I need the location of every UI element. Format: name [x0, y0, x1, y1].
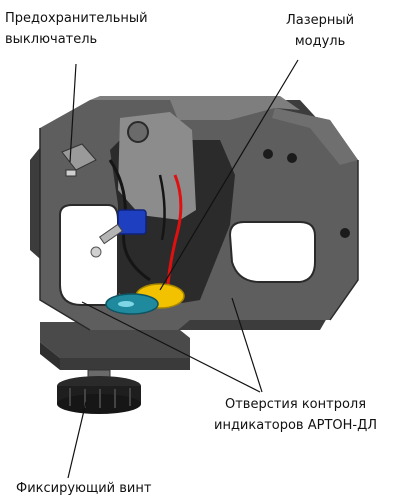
leader-lines: [67, 59, 299, 479]
label-laser-module-line1: Лазерный: [286, 13, 355, 28]
leader-fuse: [69, 63, 77, 163]
label-laser-module: Лазерный модуль: [286, 10, 354, 52]
leader-holes-left: [81, 301, 261, 393]
housing: [30, 96, 359, 331]
label-fuse-switch: Предохранительный выключатель: [5, 8, 148, 50]
label-laser-module-line2: модуль: [294, 34, 346, 49]
label-fuse-switch-line2: выключатель: [5, 32, 98, 47]
leader-holes-right: [231, 297, 263, 393]
label-control-holes: Отверстия контроля индикаторов АРТОН-ДЛ: [214, 394, 377, 436]
leader-screw: [67, 401, 87, 479]
label-fixing-screw: Фиксирующий винт: [16, 478, 151, 499]
laser-module: [105, 283, 185, 315]
mounting-base: [40, 322, 190, 370]
fixing-screw: [57, 369, 141, 414]
toggle-switch: [90, 209, 147, 258]
leader-laser: [159, 59, 299, 291]
label-fixing-screw-text: Фиксирующий винт: [16, 481, 152, 496]
label-control-holes-line2: индикаторов АРТОН-ДЛ: [214, 418, 378, 433]
label-fuse-switch-line1: Предохранительный: [5, 11, 148, 26]
label-control-holes-line1: Отверстия контроля: [224, 397, 367, 412]
